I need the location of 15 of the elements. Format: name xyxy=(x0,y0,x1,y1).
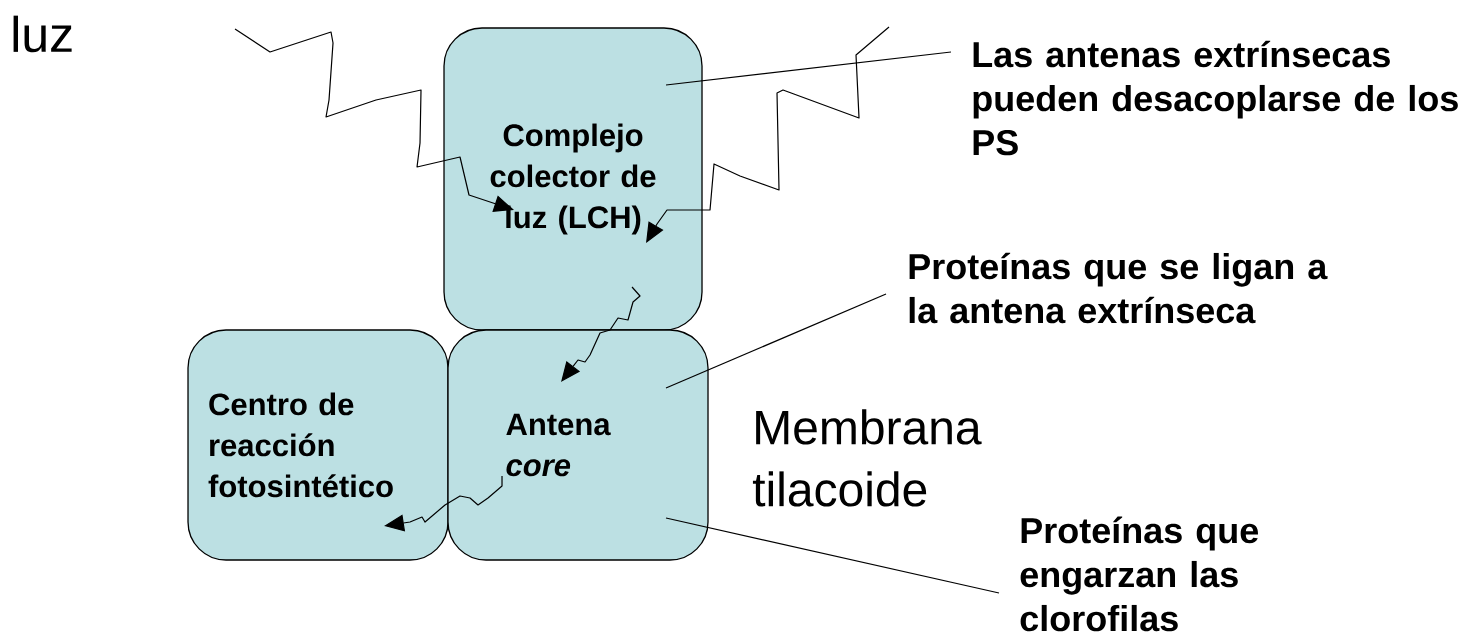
rounded-box: Centro de reacción fotosintético xyxy=(187,329,449,561)
label-text: luz xyxy=(13,15,72,53)
leader-line xyxy=(665,517,1000,594)
leader-line xyxy=(665,51,952,86)
callout-text: Proteínas que se ligan a la antena extrínseca xyxy=(909,252,1328,324)
label-text: Membrana tilacoide xyxy=(752,409,982,507)
wavy-arrow xyxy=(646,26,890,243)
rounded-box: Complejo colector de luz (LCH) xyxy=(443,27,703,331)
leader-line xyxy=(665,293,887,389)
wavy-arrow xyxy=(384,475,503,532)
wavy-arrow xyxy=(234,28,514,212)
wavy-arrow xyxy=(561,286,641,382)
callout-text: Proteínas que engarzan las clorofilas xyxy=(1020,516,1258,632)
callout-text: Las antenas extrínsecas pueden desacoplarse de los PS xyxy=(973,40,1458,156)
rounded-box: Antena core xyxy=(447,329,709,561)
